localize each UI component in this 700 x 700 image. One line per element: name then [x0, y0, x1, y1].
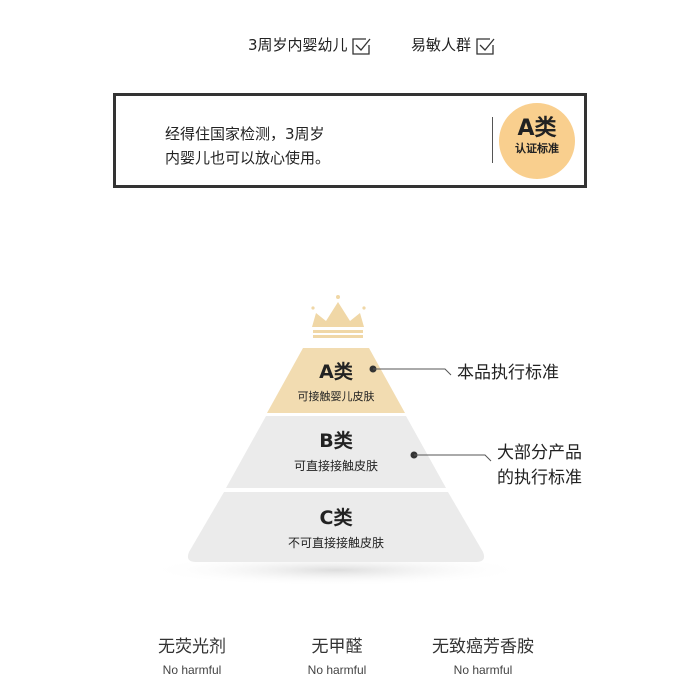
note-common-standard: 大部分产品 的执行标准 [497, 443, 582, 488]
tier-c: C类 不可直接接触皮肤 [287, 507, 384, 550]
checkbox-checked-icon [352, 37, 371, 55]
feature-no-aromatic-amine: 无致癌芳香胺 No harmful [432, 637, 534, 677]
checkbox-checked-icon [476, 37, 495, 55]
tier-a-pointer-line [373, 368, 452, 376]
tier-b-pointer-line [414, 454, 492, 462]
feature-no-fluorescent: 无荧光剂 No harmful [158, 637, 226, 677]
divider [492, 117, 493, 163]
tier-a: A类 可接触婴儿皮肤 [297, 361, 375, 403]
tier-b-shape [226, 416, 446, 488]
tier-a-shape [267, 348, 405, 413]
tier-c-shape [187, 492, 485, 562]
note-product-standard: 本品执行标准 [457, 363, 559, 383]
crown-icon [311, 295, 366, 338]
tag-sensitive: 易敏人群 [411, 34, 496, 55]
feature-no-formaldehyde: 无甲醛 No harmful [307, 637, 367, 677]
tier-b: B类 可直接接触皮肤 [293, 430, 378, 473]
info-description: 经得住国家检测，3周岁 内婴儿也可以放心使用。 [165, 125, 331, 167]
tag-infants: 3周岁内婴幼儿 [248, 34, 372, 55]
a-class-badge: A类 认证标准 [499, 103, 575, 179]
info-box [113, 93, 587, 188]
